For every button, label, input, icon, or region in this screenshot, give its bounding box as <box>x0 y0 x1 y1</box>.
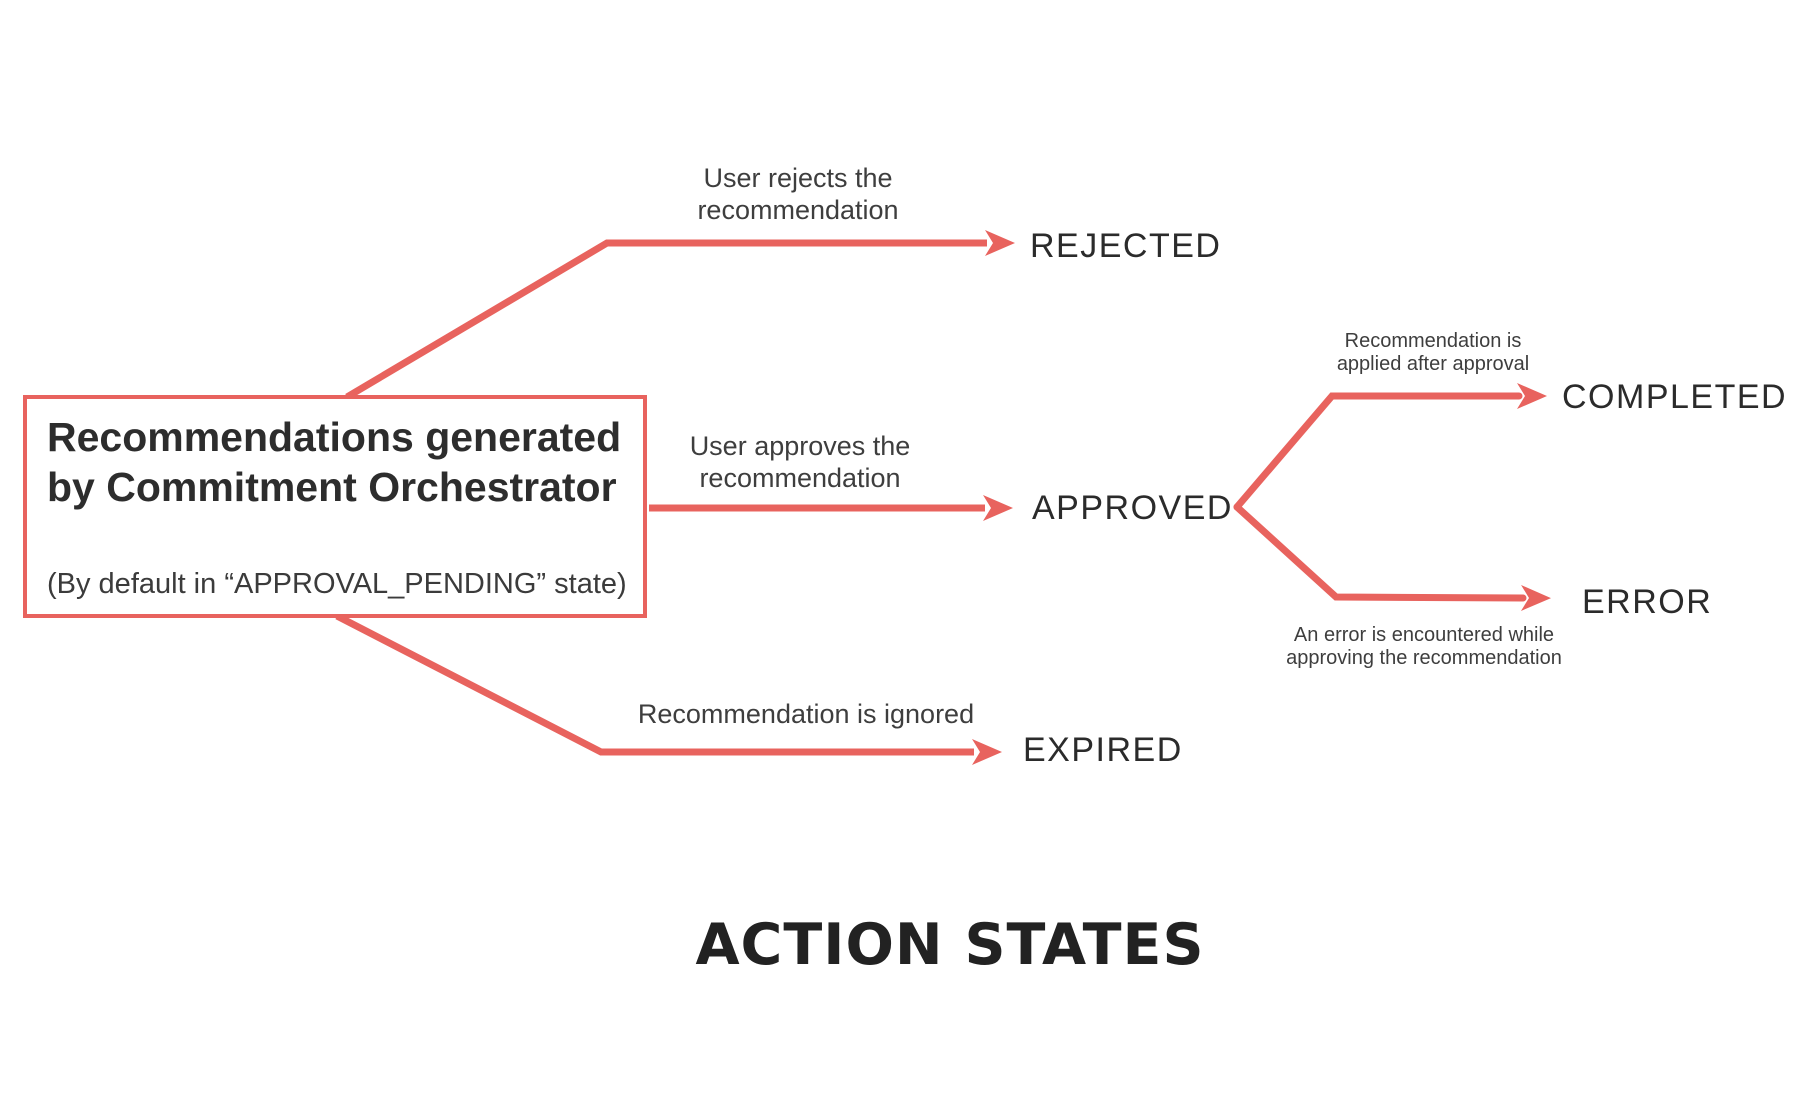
caption-error-line2: approving the recommendation <box>1286 647 1562 669</box>
state-label-approved: APPROVED <box>1032 489 1233 527</box>
caption-completed-line1: Recommendation is <box>1344 330 1522 352</box>
caption-approved-line1: User approves the <box>689 431 911 461</box>
caption-expired: Recommendation is ignored <box>606 698 1006 730</box>
state-label-expired: EXPIRED <box>1023 731 1183 769</box>
source-box: Recommendations generated by Commitment … <box>23 395 647 618</box>
caption-rejected-line2: recommendation <box>697 195 899 225</box>
diagram-title: ACTION STATES <box>695 912 1205 978</box>
state-label-completed: COMPLETED <box>1562 378 1788 416</box>
source-box-title-line1: Recommendations generated <box>47 414 622 460</box>
arrow-approved-to-error <box>1233 503 1551 611</box>
caption-completed-line2: applied after approval <box>1336 353 1530 375</box>
caption-rejected-line1: User rejects the <box>703 163 893 193</box>
state-label-rejected: REJECTED <box>1030 227 1222 265</box>
caption-error: An error is encountered while approving … <box>1274 624 1574 670</box>
source-box-title-line2: by Commitment Orchestrator <box>47 464 617 510</box>
caption-completed: Recommendation is applied after approval <box>1283 330 1583 376</box>
caption-approved: User approves the recommendation <box>650 430 950 494</box>
caption-expired-line1: Recommendation is ignored <box>637 699 975 729</box>
arrow-pending-to-expired <box>335 612 1002 765</box>
source-box-title: Recommendations generated by Commitment … <box>47 412 635 512</box>
caption-rejected: User rejects the recommendation <box>648 162 948 226</box>
arrow-pending-to-rejected <box>345 230 1015 401</box>
caption-error-line1: An error is encountered while <box>1293 624 1555 646</box>
state-label-error: ERROR <box>1582 583 1713 621</box>
source-box-subtitle: (By default in “APPROVAL_PENDING” state) <box>47 568 627 600</box>
arrow-approved-to-completed <box>1233 383 1547 511</box>
caption-approved-line2: recommendation <box>699 463 901 493</box>
